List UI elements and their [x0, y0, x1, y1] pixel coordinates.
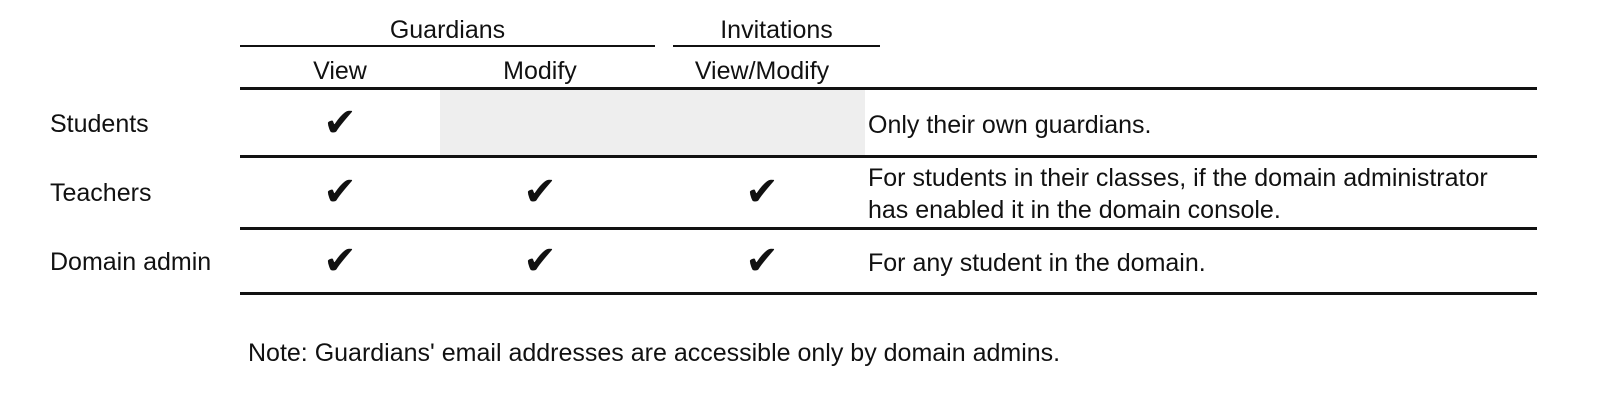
row-label-teachers: Teachers — [50, 179, 152, 207]
check-mark-icon-teachers-view-modify: ✔ — [745, 169, 779, 215]
check-mark-icon-domain-admin-view: ✔ — [323, 238, 357, 284]
row-label-students: Students — [50, 110, 149, 138]
check-mark-icon-teachers-modify: ✔ — [523, 169, 557, 215]
check-mark-icon-domain-admin-modify: ✔ — [523, 238, 557, 284]
row-description-teachers: For students in their classes, if the do… — [868, 162, 1528, 226]
disabled-cell-students-modify — [440, 90, 865, 155]
table-footnote: Note: Guardians' email addresses are acc… — [248, 339, 1061, 367]
column-group-rule-guardians — [240, 45, 655, 47]
column-header-view: View — [313, 57, 367, 85]
column-header-view-modify: View/Modify — [694, 57, 830, 85]
row-description-domain-admin-line-1: For any student in the domain. — [868, 249, 1206, 277]
table-rule-header-bottom — [240, 87, 1537, 90]
column-header-modify: Modify — [503, 57, 577, 85]
check-mark-icon-teachers-view: ✔ — [323, 169, 357, 215]
table-rule-row-1-bottom — [240, 155, 1537, 158]
table-rule-row-2-bottom — [240, 227, 1537, 230]
check-mark-icon-domain-admin-view-modify: ✔ — [745, 238, 779, 284]
row-description-teachers-line-2: has enabled it in the domain console. — [868, 196, 1281, 224]
row-label-domain-admin: Domain admin — [50, 248, 212, 276]
check-mark-icon-students-view: ✔ — [323, 100, 357, 146]
column-group-rule-invitations — [673, 45, 880, 47]
row-description-domain-admin: For any student in the domain. — [868, 247, 1528, 279]
table-rule-table-bottom — [240, 292, 1537, 295]
row-description-students-line-1: Only their own guardians. — [868, 111, 1152, 139]
row-description-teachers-line-1: For students in their classes, if the do… — [868, 164, 1488, 192]
column-group-header-invitations: Invitations — [720, 16, 833, 44]
row-description-students: Only their own guardians. — [868, 109, 1528, 141]
column-group-header-guardians: Guardians — [389, 16, 506, 44]
